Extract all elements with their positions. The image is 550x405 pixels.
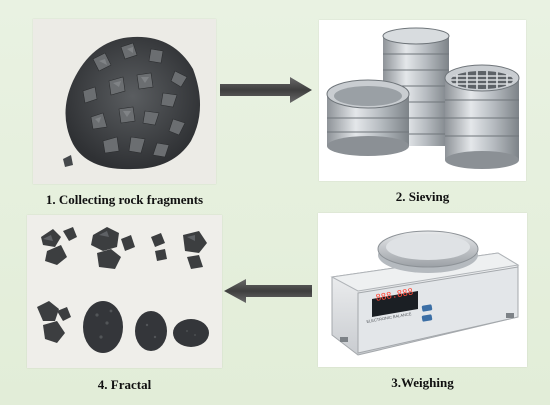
panel-fractal (27, 215, 222, 368)
sieve-stack-image (319, 20, 526, 181)
caption-step-1: 1. Collecting rock fragments (45, 192, 204, 207)
arrow-left-icon (224, 279, 312, 303)
caption-step-3: 3.Weighing (391, 375, 454, 390)
rock-pile-image (33, 19, 216, 184)
panel-weighing: 888.888 ELECTRONIC BALANCE (318, 213, 527, 367)
panel-collecting-rock-fragments (33, 19, 216, 184)
fractal-fragments-image (27, 215, 222, 368)
electronic-balance-image (318, 213, 527, 367)
caption-step-2: 2. Sieving (395, 189, 450, 204)
caption-step-4: 4. Fractal (97, 377, 152, 392)
arrow-right-icon (220, 77, 312, 103)
panel-sieving (319, 20, 526, 181)
